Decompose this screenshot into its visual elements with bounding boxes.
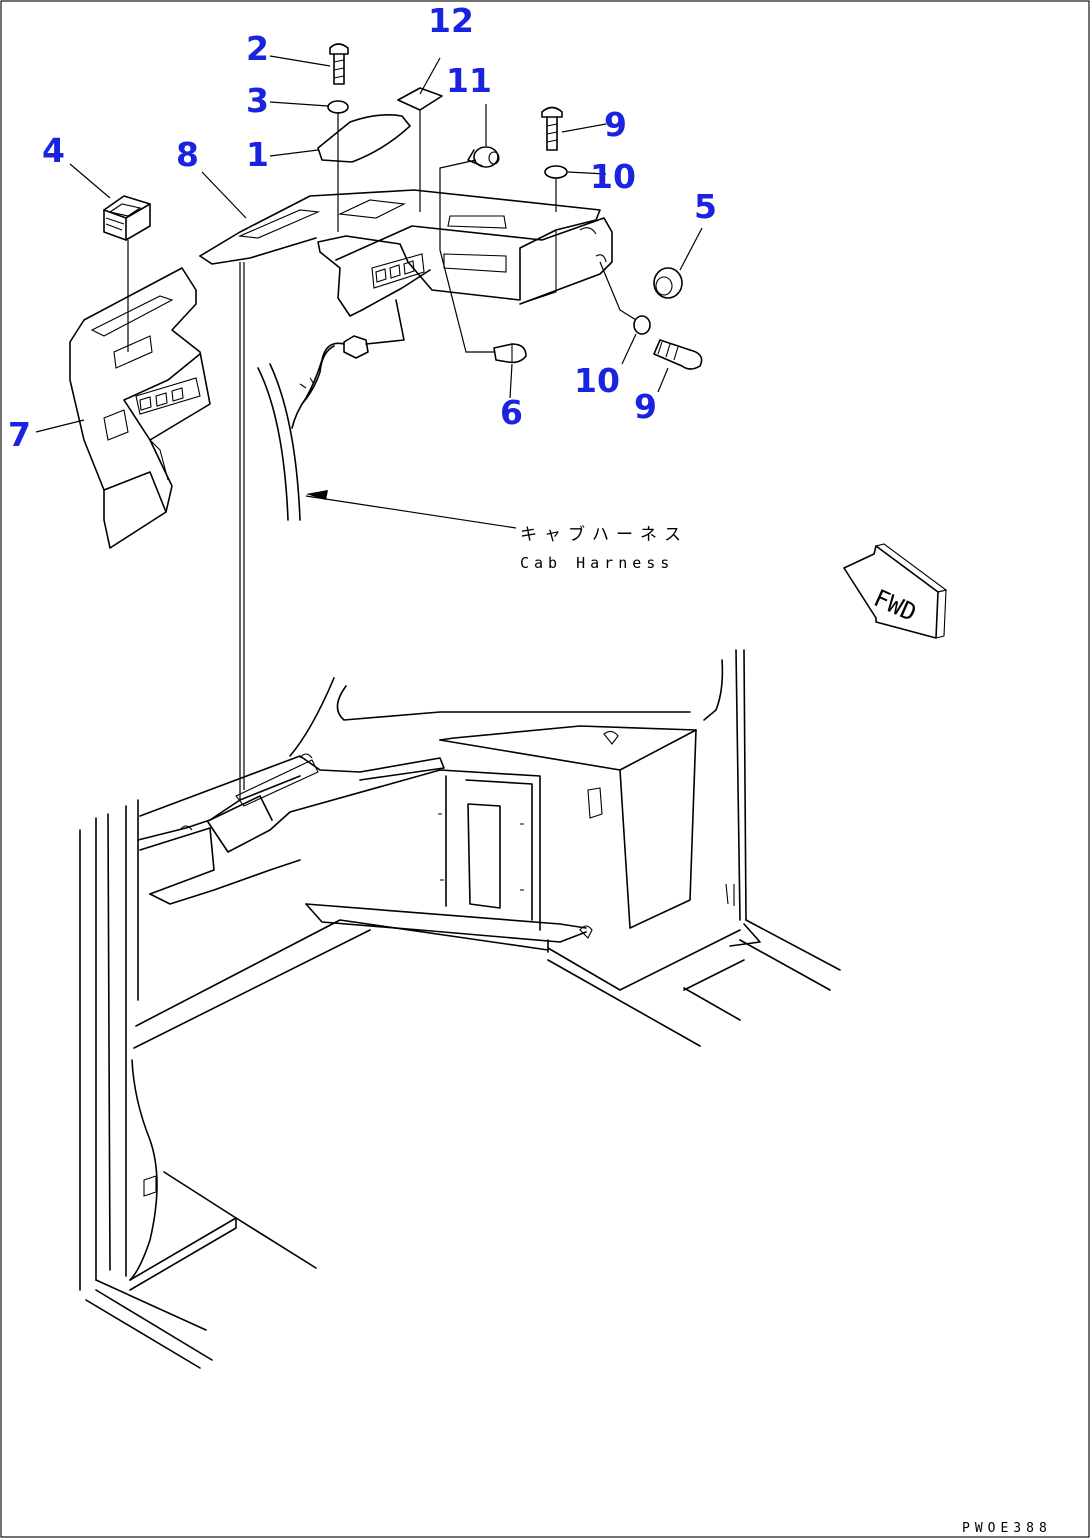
callout-1: 1 (246, 135, 269, 174)
part-bolt-9a (541, 106, 563, 151)
part-socket-11 (467, 146, 500, 168)
drawing-code: PWOE388 (962, 1521, 1052, 1536)
callout-9-lower: 9 (634, 387, 657, 426)
leader-lines (35, 55, 703, 800)
callout-8: 8 (176, 135, 199, 174)
part-washer-10a (544, 165, 568, 179)
callout-10-upper: 10 (590, 157, 636, 196)
harness-label-en: Cab Harness (520, 554, 674, 572)
callout-12: 12 (428, 1, 474, 40)
part-panel-7 (69, 267, 211, 549)
callout-3: 3 (246, 81, 269, 120)
cab-pillar-left (257, 363, 301, 521)
callout-4: 4 (42, 131, 65, 170)
part-switch-4 (103, 195, 151, 241)
part-label-12 (397, 87, 443, 111)
fwd-arrow: FWD (843, 543, 948, 639)
cab-harness-wire (291, 299, 405, 429)
callout-5: 5 (694, 187, 717, 226)
callout-11: 11 (446, 61, 492, 100)
harness-leader (305, 490, 517, 529)
callout-7: 7 (8, 415, 31, 454)
part-washer-10b (633, 315, 651, 335)
harness-label-jp: キャブハーネス (520, 524, 688, 545)
part-screw-2 (329, 43, 349, 85)
callout-2: 2 (246, 29, 269, 68)
cab-interior (79, 649, 841, 1369)
callout-9-upper: 9 (604, 105, 627, 144)
callout-10-lower: 10 (574, 361, 620, 400)
part-washer-3 (327, 100, 349, 114)
callout-numbers: 12 2 11 3 9 4 8 1 10 5 10 9 7 6 (8, 1, 717, 454)
part-cover-1 (317, 114, 411, 163)
part-bolt-9b (653, 339, 703, 370)
part-panel-8 (199, 189, 613, 317)
part-grommet-5 (653, 267, 683, 299)
part-connector-6 (493, 343, 527, 364)
fwd-label: FWD (870, 584, 921, 627)
callout-6: 6 (500, 393, 523, 432)
